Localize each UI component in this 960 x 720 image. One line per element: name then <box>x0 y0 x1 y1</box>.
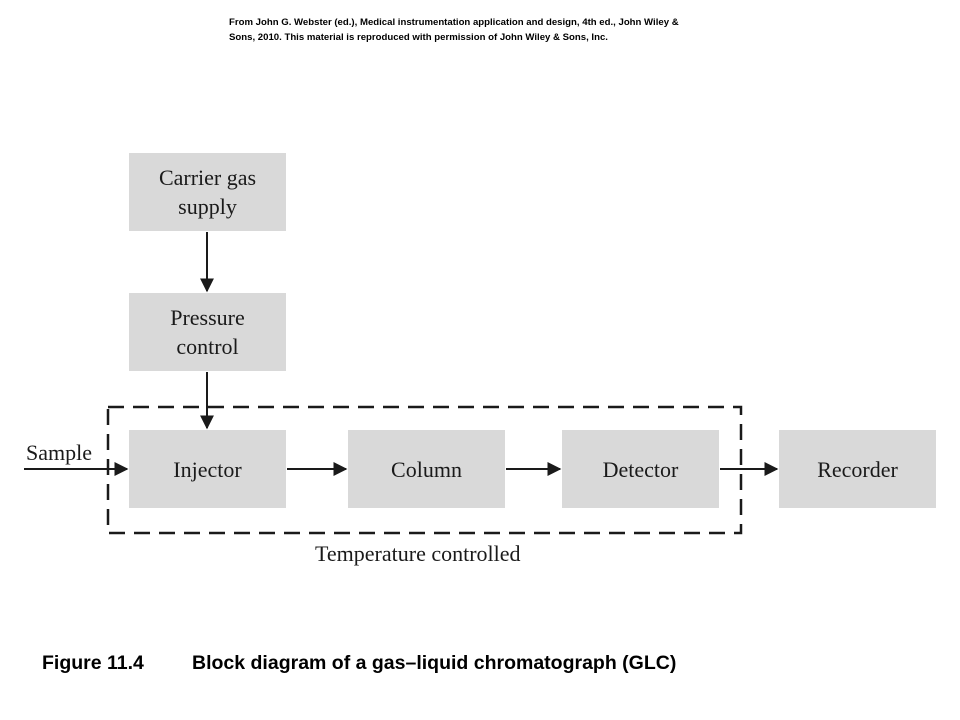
figure-title: Block diagram of a gas–liquid chromatogr… <box>192 652 677 674</box>
temperature-controlled-label: Temperature controlled <box>315 541 521 566</box>
block-pressure-control-line-1: Pressure <box>170 305 245 330</box>
block-injector: Injector <box>129 430 286 508</box>
credit-line-1: From John G. Webster (ed.), Medical inst… <box>229 17 679 28</box>
figure-number: Figure 11.4 <box>42 652 144 674</box>
block-pressure-control-line-2: control <box>176 334 239 359</box>
credit-note: From John G. Webster (ed.), Medical inst… <box>229 15 749 45</box>
block-detector-label: Detector <box>602 456 679 482</box>
sample-label: Sample <box>26 440 92 465</box>
temperature-controlled-enclosure <box>106 405 743 535</box>
block-carrier-gas-supply: Carrier gas supply <box>129 153 286 231</box>
credit-line-2: Sons, 2010. This material is reproduced … <box>229 32 608 43</box>
block-column: Column <box>348 430 505 508</box>
block-detector: Detector <box>562 430 719 508</box>
block-injector-label: Injector <box>173 456 242 482</box>
block-column-label: Column <box>391 456 462 482</box>
block-carrier-gas-line-1: Carrier gas <box>158 165 257 190</box>
figure-caption: Figure 11.4 Block diagram of a gas–liquid… <box>42 652 676 675</box>
block-pressure-control: Pressure control <box>129 293 286 371</box>
block-recorder: Recorder <box>779 430 936 508</box>
block-recorder-label: Recorder <box>817 456 898 482</box>
block-carrier-gas-line-2: supply <box>178 194 237 219</box>
